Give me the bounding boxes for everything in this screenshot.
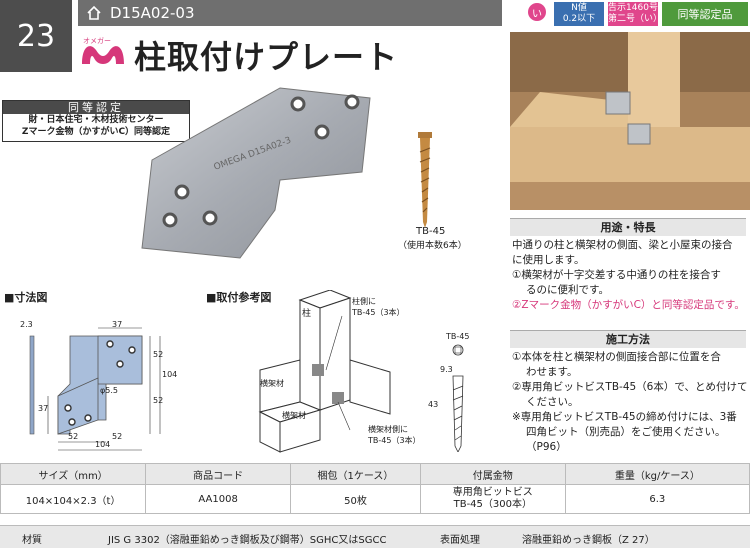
dim-height: 104 <box>162 370 178 379</box>
th-pack: 梱包（1ケース） <box>290 463 421 485</box>
dim-width: 104 <box>95 440 111 449</box>
usage-head: 用途・特長 <box>510 218 746 236</box>
install-photo <box>510 32 750 210</box>
omega-logo: オメガー <box>78 36 128 68</box>
cert-head: 同等認定 <box>3 101 189 114</box>
td-pack: 50枚 <box>290 484 421 514</box>
td-weight: 6.3 <box>564 484 750 514</box>
treatment-label: 表面処理 <box>440 535 480 546</box>
material-label: 材質 <box>22 535 42 546</box>
page-title: 柱取付けプレート <box>134 38 399 76</box>
spec-table: サイズ（mm） 商品コード 梱包（1ケース） 付属金物 重量（kg/ケース） 1… <box>0 463 750 514</box>
screw-length: 43 <box>428 400 439 409</box>
dimension-label: ■寸法図 <box>4 291 48 304</box>
plate-photo: OMEGA D15A02-3 <box>141 87 371 259</box>
install-label: ■取付参考図 <box>206 291 272 304</box>
dim-left: 37 <box>38 404 49 413</box>
beam-side-l2: TB-45（3本） <box>368 436 421 445</box>
screw-draw-name: TB-45 <box>446 332 470 341</box>
dim-bottom-right: 52 <box>112 432 123 441</box>
page-number: 23 <box>0 0 72 72</box>
pillar-side-l1: 柱側に <box>352 297 376 306</box>
cert-line-2: Zマーク金物（かすがいC）同等認定 <box>21 127 171 137</box>
beam-label-1: 横架材 <box>260 379 284 388</box>
certification-box: 同等認定 財・日本住宅・木材技術センター Zマーク金物（かすがいC）同等認定 <box>2 100 190 142</box>
th-code: 商品コード <box>145 463 292 485</box>
usage-text: 中通りの柱と横架材の側面、梁と小屋束の接合 に使用します。 ①横架材が十字交差す… <box>512 239 745 311</box>
beam-label-2: 横架材 <box>282 411 306 420</box>
install-drawing <box>258 290 391 453</box>
dim-right-upper: 52 <box>153 350 164 359</box>
screw-note: （使用本数6本） <box>398 241 467 251</box>
logo-text: オメガー <box>83 37 111 45</box>
th-accessory: 付属金物 <box>419 463 566 485</box>
td-size: 104×104×2.3（t） <box>0 484 147 514</box>
notice-badge: 告示1460号第二号（い） <box>608 2 663 26</box>
th-weight: 重量（kg/ケース） <box>564 463 750 485</box>
badge-i: い <box>528 3 546 21</box>
screw-diameter: 9.3 <box>440 365 453 374</box>
th-size: サイズ（mm） <box>0 463 147 485</box>
screw-drawing <box>452 344 464 452</box>
method-text: ①本体を柱と横架材の側面接合部に位置を合 わせます。 ②専用角ビットビスTB-4… <box>512 351 748 453</box>
material-row: 材質 JIS G 3302（溶融亜鉛めっき鋼板及び鋼帯）SGHC又はSGCC 表… <box>0 525 750 548</box>
certified-badge: 同等認定品 <box>662 2 748 26</box>
home-icon <box>87 5 101 20</box>
treatment-value: 溶融亜鉛めっき鋼板（Z 27） <box>522 535 655 546</box>
dim-bottom-left: 52 <box>68 432 79 441</box>
product-code: D15A02-03 <box>110 4 195 22</box>
dim-top-width: 37 <box>112 320 123 329</box>
td-code: AA1008 <box>145 484 292 514</box>
method-head: 施工方法 <box>510 330 746 348</box>
beam-side-l1: 横架材側に <box>368 425 408 434</box>
pillar-label: 柱 <box>302 309 312 319</box>
pillar-side-l2: TB-45（3本） <box>352 308 405 317</box>
cert-line-1: 財・日本住宅・木材技術センター <box>28 115 164 125</box>
material-value: JIS G 3302（溶融亜鉛めっき鋼板及び鋼帯）SGHC又はSGCC <box>108 535 387 546</box>
screw-photo <box>418 132 432 228</box>
product-code-bar: D15A02-03 <box>78 0 502 26</box>
dimension-drawing <box>29 327 161 451</box>
dim-hole: φ5.5 <box>100 386 118 395</box>
dim-thickness: 2.3 <box>20 320 33 329</box>
dim-right-lower: 52 <box>153 396 164 405</box>
screw-name: TB-45 <box>416 226 446 237</box>
